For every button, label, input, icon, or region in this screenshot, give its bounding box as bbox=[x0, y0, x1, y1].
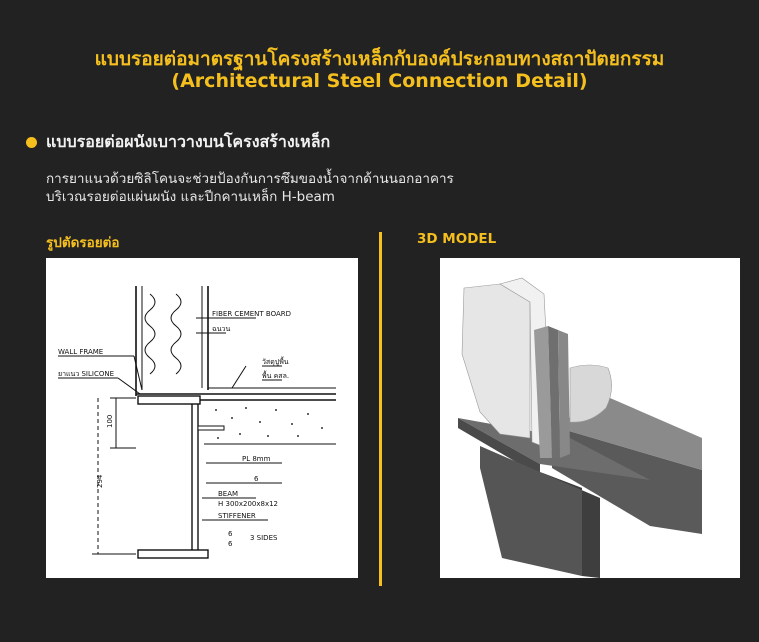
label-weld: 6 bbox=[254, 475, 259, 483]
description-line-1: การยาแนวด้วยซิลิโคนจะช่วยป้องกันการซึมขอ… bbox=[46, 171, 454, 187]
label-silicone: ยาแนว SILICONE bbox=[58, 370, 114, 378]
model-3d-heading: 3D MODEL bbox=[417, 231, 497, 247]
label-weld-top: 6 bbox=[228, 530, 233, 538]
label-beam-size: H 300x200x8x12 bbox=[218, 500, 278, 508]
label-insulation: ฉนวน bbox=[212, 325, 230, 333]
dimension-100: 100 bbox=[106, 415, 114, 428]
label-beam: BEAM bbox=[218, 490, 238, 498]
label-plate: PL 8mm bbox=[242, 455, 271, 463]
bullet-icon bbox=[26, 137, 37, 148]
dimension-294: 294 bbox=[96, 474, 104, 488]
section-title: แบบรอยต่อผนังเบาวางบนโครงสร้างเหล็ก bbox=[46, 132, 331, 151]
page-title-thai: แบบรอยต่อมาตรฐานโครงสร้างเหล็กกับองค์ประ… bbox=[94, 48, 665, 70]
description-line-2: บริเวณรอยต่อแผ่นผนัง และปีกคานเหล็ก H-be… bbox=[46, 189, 335, 205]
label-fiber-cement: FIBER CEMENT BOARD bbox=[212, 310, 291, 318]
section-drawing-heading: รูปตัดรอยต่อ bbox=[46, 235, 120, 251]
label-weld-bottom: 6 bbox=[228, 540, 233, 548]
model-3d-panel bbox=[440, 258, 740, 578]
page-title-english: (Architectural Steel Connection Detail) bbox=[171, 70, 588, 92]
label-wall-frame: WALL FRAME bbox=[58, 348, 103, 356]
section-drawing-panel: FIBER CEMENT BOARD ฉนวน WALL FRAME ยาแนว… bbox=[46, 258, 358, 578]
section-drawing: FIBER CEMENT BOARD ฉนวน WALL FRAME ยาแนว… bbox=[46, 258, 358, 578]
divider-line bbox=[379, 232, 382, 586]
label-floor-finish: วัสดุปูพื้น bbox=[262, 355, 289, 366]
label-sides: 3 SIDES bbox=[250, 534, 278, 542]
model-3d-render bbox=[440, 258, 740, 578]
label-stiffener: STIFFENER bbox=[218, 512, 256, 520]
label-floor-level: พื้น คสล. bbox=[262, 369, 289, 380]
